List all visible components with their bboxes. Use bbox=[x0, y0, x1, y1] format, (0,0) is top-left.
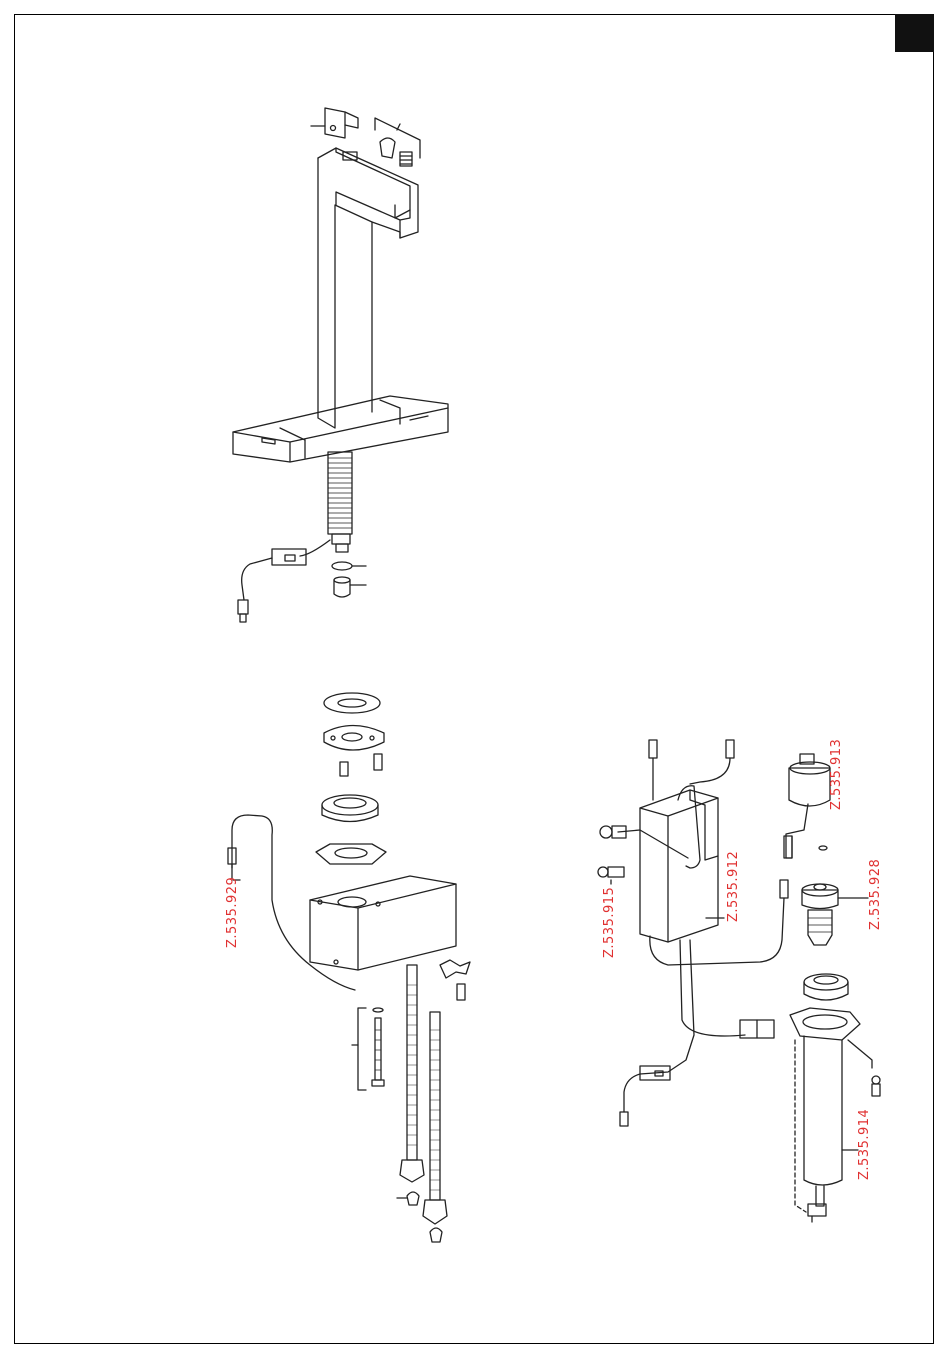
part-label-z535912: Z.535.912 bbox=[727, 851, 741, 922]
spout-body bbox=[318, 158, 372, 428]
box-screw bbox=[608, 867, 624, 877]
cable-connector bbox=[272, 549, 306, 565]
mounting-kit-assembly bbox=[228, 693, 470, 1242]
cable-gland bbox=[600, 826, 612, 838]
long-bolt bbox=[375, 1018, 381, 1080]
clip-part bbox=[325, 108, 345, 138]
part-label-z535914: Z.535.914 bbox=[858, 1109, 872, 1180]
housing-screw bbox=[872, 1084, 880, 1096]
part-label-z535928: Z.535.928 bbox=[869, 859, 883, 930]
small-screw bbox=[457, 984, 465, 1000]
washer-left bbox=[407, 1192, 419, 1205]
electronics-box bbox=[640, 790, 718, 942]
flange bbox=[316, 844, 386, 864]
screw-right bbox=[374, 754, 382, 770]
screw-left bbox=[340, 762, 348, 776]
gasket bbox=[324, 693, 380, 713]
part-label-z535913: Z.535.913 bbox=[830, 739, 844, 810]
valve-housing bbox=[804, 1036, 842, 1185]
part-label-z535929: Z.535.929 bbox=[226, 877, 240, 948]
hose-clip bbox=[440, 960, 470, 978]
mounting-plate bbox=[324, 726, 384, 751]
faucet-assembly bbox=[233, 108, 448, 622]
control-box bbox=[310, 876, 456, 970]
part-label-z535915: Z.535.915 bbox=[603, 887, 617, 958]
nozzle-part bbox=[380, 138, 395, 158]
valve-housing-flange bbox=[790, 1008, 860, 1040]
o-ring bbox=[332, 562, 352, 570]
hose-left bbox=[407, 965, 417, 1160]
valve-cartridge bbox=[802, 890, 838, 909]
electronics-assembly bbox=[598, 740, 880, 1222]
